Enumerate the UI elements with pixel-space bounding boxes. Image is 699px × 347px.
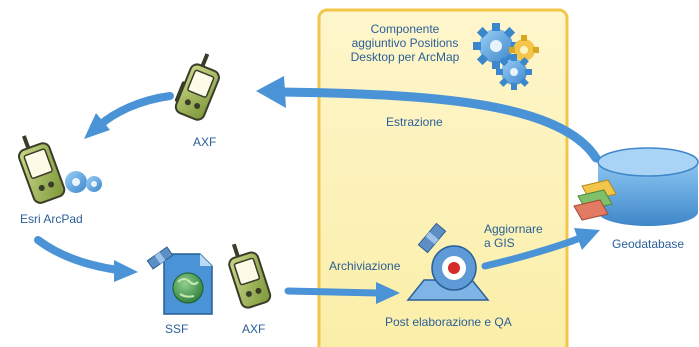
handheld-device-icon <box>174 53 220 121</box>
extract-label: Estrazione <box>386 115 443 129</box>
arrow-to-files <box>34 236 138 282</box>
arrow-update <box>481 228 600 270</box>
gears-icon <box>473 23 539 90</box>
update-label: Aggiornare a GIS <box>484 222 543 250</box>
archive-label: Archiviazione <box>329 259 401 273</box>
arcpad-label: Esri ArcPad <box>20 212 83 226</box>
axf-top-label: AXF <box>193 135 217 149</box>
arrow-extract <box>256 76 601 163</box>
arrow-to-arcpad <box>84 92 174 139</box>
geodatabase-label: Geodatabase <box>612 237 685 251</box>
post-processing-label: Post elaborazione e QA <box>385 315 512 329</box>
arcpad-device-icon <box>18 135 102 204</box>
database-cylinder-icon <box>573 147 699 226</box>
component-label: Componente aggiuntivo Positions Desktop … <box>350 22 460 64</box>
handheld-device-bottom-icon <box>228 243 272 309</box>
ssf-label: SSF <box>165 322 189 336</box>
arrow-archive <box>284 282 400 304</box>
gps-processing-station-icon <box>406 222 490 301</box>
ssf-file-icon <box>146 246 213 315</box>
axf-bottom-label: AXF <box>242 322 266 336</box>
